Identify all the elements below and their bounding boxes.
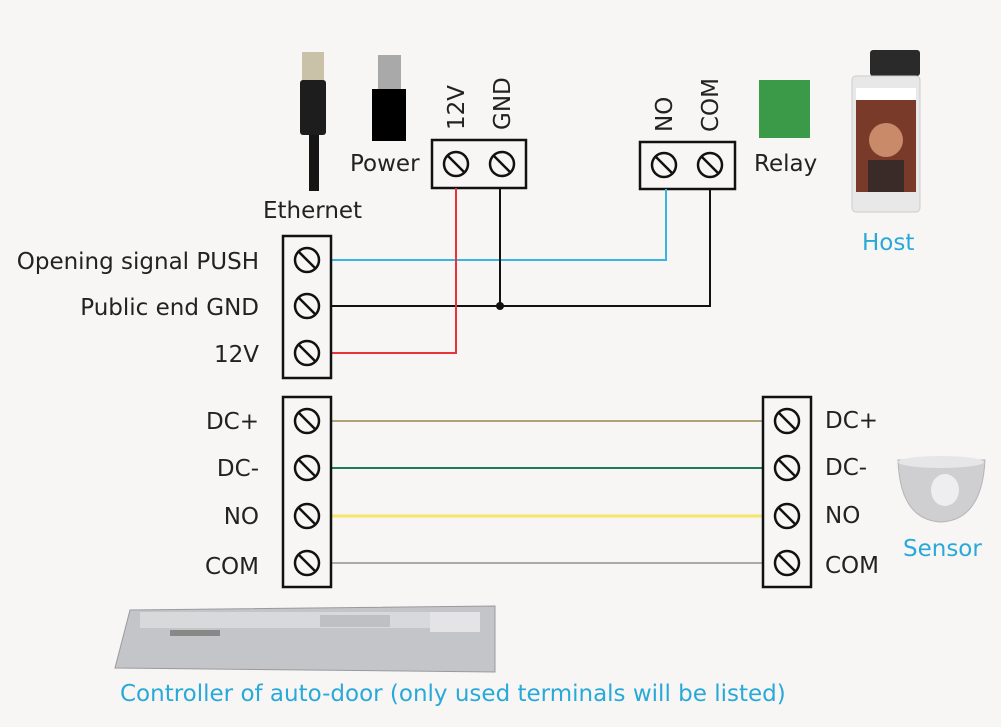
wire-gnd: [331, 189, 711, 307]
sensor-label-com: COM: [825, 553, 879, 579]
label-opening-signal-push: Opening signal PUSH: [17, 249, 259, 275]
controller-lower-terminal-block: [281, 395, 333, 589]
controller-caption: Controller of auto-door (only used termi…: [120, 681, 786, 707]
sensor-label: Sensor: [903, 536, 982, 562]
sensor-terminal-block: [761, 395, 813, 589]
wire-push: [331, 189, 667, 261]
sensor-label-no: NO: [825, 503, 860, 529]
label-dc-plus: DC+: [206, 409, 259, 435]
controller-upper-terminal-block: [281, 234, 333, 380]
host-device-icon: [851, 50, 921, 213]
terminal-label-12v: 12V: [444, 85, 470, 130]
controller-device-icon: [114, 605, 496, 673]
sensor-label-dc-minus: DC-: [825, 455, 867, 481]
power-label: Power: [350, 151, 420, 177]
label-12v: 12V: [214, 342, 259, 368]
label-com: COM: [205, 554, 259, 580]
ethernet-cable-icon: [300, 52, 326, 191]
sensor-icon: [897, 456, 986, 523]
power-plug-icon: [372, 55, 406, 141]
label-dc-minus: DC-: [217, 456, 259, 482]
wire-junction: [496, 302, 504, 310]
relay-terminal-block: [638, 140, 737, 191]
ethernet-label: Ethernet: [263, 198, 362, 224]
wire-12v: [331, 188, 457, 354]
terminal-label-gnd: GND: [490, 77, 516, 130]
relay-label: Relay: [754, 151, 817, 177]
power-terminal-block: [430, 138, 528, 190]
host-label: Host: [862, 230, 914, 256]
terminal-label-com: COM: [698, 78, 724, 132]
label-no: NO: [224, 504, 259, 530]
relay-icon: [759, 80, 810, 138]
label-public-end-gnd: Public end GND: [80, 295, 259, 321]
terminal-label-no: NO: [652, 97, 678, 132]
sensor-label-dc-plus: DC+: [825, 408, 878, 434]
